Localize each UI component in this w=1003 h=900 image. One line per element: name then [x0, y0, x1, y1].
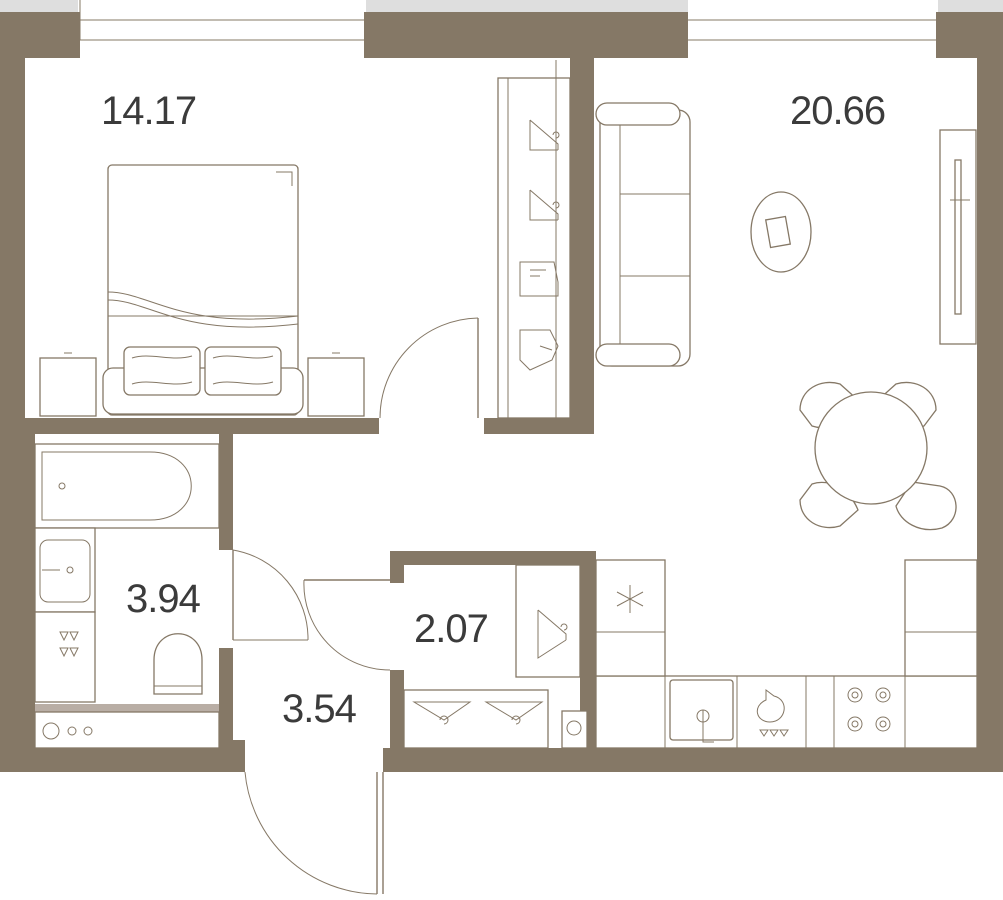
wall-kitchen-edge: [587, 711, 596, 748]
kitchen: [595, 559, 978, 749]
area-label-hallway: 3.54: [282, 687, 357, 731]
window-living: [938, 0, 1003, 12]
wall-right: [977, 12, 1003, 772]
bath-shelf: [35, 704, 219, 712]
bathroom-door-swing: [232, 549, 309, 641]
nightstand-right: [307, 357, 365, 417]
walls: [0, 12, 1003, 772]
wall-bath-right-top: [219, 434, 233, 550]
wardrobe-rail: [515, 564, 581, 678]
nightstand-left: [39, 357, 97, 417]
bedroom-door-swing: [379, 317, 479, 419]
window-bedroom: [0, 0, 78, 12]
oven-icon: [756, 689, 789, 737]
wall-left: [0, 12, 25, 772]
windows: [0, 0, 1003, 41]
hanger-icon: [537, 609, 568, 659]
hall-fixtures: [232, 549, 588, 895]
pillow-left: [123, 346, 201, 396]
wall-wardrobe-left: [390, 551, 404, 583]
pillow-right: [204, 346, 282, 396]
wall-bedroom-living: [570, 58, 594, 434]
wall-wardrobe-left-bottom: [390, 670, 404, 748]
area-label-bedroom: 14.17: [101, 89, 196, 133]
bedroom-furniture: [39, 60, 571, 419]
shirt-icon: [519, 261, 559, 297]
bathroom-fixtures: [34, 443, 220, 749]
wall-bathroom-bottom: [25, 434, 35, 748]
kitchen-sink-icon: [669, 679, 734, 743]
wall-hall-left: [233, 740, 245, 748]
area-labels: 14.17 20.66 3.94 2.07 3.54: [101, 89, 886, 731]
cooktop-burner-icon: [847, 687, 891, 732]
sofa-back: [599, 109, 691, 367]
wall-bedroom-bottom-right: [484, 418, 594, 434]
chair: [895, 481, 957, 531]
area-label-living: 20.66: [790, 89, 885, 133]
hanger-icon: [484, 701, 544, 725]
hanger-icon: [529, 189, 560, 221]
wall-top-mid: [364, 12, 688, 58]
kitchen-counter: [595, 675, 978, 749]
sofa-arm-bottom: [595, 343, 681, 367]
snowflake-icon: [616, 585, 644, 613]
wall-wardrobe-right: [580, 551, 596, 711]
shirt-icon: [519, 329, 559, 371]
toilet: [153, 633, 203, 695]
wall-bedroom-bottom-left: [25, 418, 379, 434]
wall-bottom-right: [383, 748, 1003, 772]
tall-cabinet: [904, 559, 978, 677]
wall-bath-right-bottom: [219, 648, 233, 748]
wall-wardrobe-top: [390, 551, 596, 565]
entrance-door-swing: [244, 771, 378, 895]
hanger-icon: [412, 701, 472, 725]
wardrobe-door-swing: [303, 579, 391, 671]
wall-bottom-left: [0, 748, 245, 772]
boiler: [34, 711, 220, 749]
bedroom-wardrobe: [497, 77, 571, 419]
washing-machine: [34, 611, 96, 703]
living-furniture: [595, 102, 978, 749]
water-heater: [561, 710, 588, 749]
tv: [954, 159, 962, 315]
magazine: [764, 215, 792, 249]
area-label-bathroom: 3.94: [126, 577, 201, 621]
window-bedroom-2: [366, 0, 688, 12]
dining-table: [814, 391, 928, 505]
area-label-wardrobe: 2.07: [414, 607, 488, 651]
dining-set: [799, 381, 957, 531]
hanger-icon: [529, 119, 560, 151]
bathtub: [34, 443, 220, 529]
sofa-arm-top: [595, 102, 681, 126]
fridge: [595, 559, 666, 677]
wardrobe-shelf: [403, 689, 549, 749]
